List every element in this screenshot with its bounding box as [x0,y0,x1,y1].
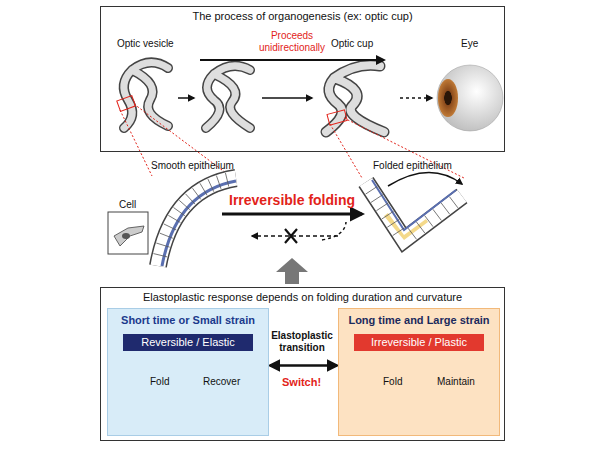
process-note: Proceeds unidirectionally [244,30,340,53]
eye-ball [437,65,503,131]
cell-boundary [208,179,214,192]
condition-heading: Short time or Small strain [108,309,268,326]
epithelium [158,172,462,266]
tissue-shape [124,62,384,132]
cell-inset [108,212,148,254]
process-arrow [285,229,297,243]
cell-boundary [393,228,405,236]
state-label: Reversible / Elastic [123,334,253,351]
panel-box: The process of organogenesis (ex: optic … [100,6,505,152]
cell-boundary [449,197,457,208]
zoom-guide [327,110,347,125]
process-arrow [222,213,362,216]
action-label: Maintain [437,376,475,388]
process-arrow [222,214,362,284]
tissue-label: Smooth epithelium [151,160,234,172]
section-title: The process of organogenesis (ex: optic … [101,10,504,22]
tissue-shape [124,62,168,128]
epithelium [158,178,236,266]
tissue-shape [206,66,250,128]
zoom-guide [344,118,464,178]
epithelium [162,181,236,266]
epithelium [158,178,236,266]
tissue-shape [326,65,384,132]
cell-boundary [200,183,207,195]
transition-arrow [270,364,337,367]
tissue-shape [326,65,384,132]
state-band: Reversible / Elastic [123,334,253,351]
cell-boundary [366,186,378,194]
transition-label: Elastoplastic transition [266,330,338,353]
tissue-shape [206,66,250,128]
epithelium [366,182,462,240]
zoom-guide [117,96,464,178]
condition-heading: Long time and Large strain [339,309,499,326]
cell-boundary [416,222,424,233]
cell-boundary [382,211,394,219]
cell-boundary [192,188,200,199]
cell-boundary [174,208,185,216]
stage-label: Optic vesicle [117,38,174,50]
cell-boundary [216,176,221,189]
cell-boundary [153,254,167,257]
stage-arrow [400,97,432,99]
cell-boundary [425,216,433,227]
action-label: Recover [203,376,240,388]
panel-box: Elastoplastic response depends on foldin… [100,287,505,441]
condition-panel: Short time or Small strainReversible / E… [107,308,269,436]
zoom-guide [117,96,136,112]
epithelium [372,180,456,230]
zoom-guide [330,124,362,178]
process-arrow [252,235,338,237]
section-title: Elastoplastic response depends on foldin… [101,291,504,303]
tissue-label: Folded epithelium [373,160,452,172]
state-band: Irreversible / Plastic [354,334,484,351]
stage-arrow [200,59,384,61]
cell-label: Cell [119,199,136,211]
stage-arrow [262,97,312,99]
stage-arrow [178,60,432,98]
action-label: Fold [150,376,169,388]
zoom-guide [120,110,152,176]
stage-label: Optic cup [331,38,373,50]
action-label: Fold [383,376,402,388]
cell-boundary [371,195,383,203]
process-label: Irreversible folding [229,192,355,208]
eye-ball [438,79,458,117]
process-arrow [322,222,346,240]
stage-label: Eye [461,38,478,50]
state-label: Irreversible / Plastic [354,334,484,351]
epithelium [366,182,462,240]
stage-arrow [178,97,194,99]
cell-boundary [179,200,189,209]
cell-boundary [186,194,195,204]
cell-inset [122,233,130,239]
cell-boundary [433,209,441,220]
cell-boundary [156,243,169,247]
cell-boundary [160,233,173,238]
cell-boundary [225,173,228,187]
cell-boundary [153,173,457,257]
tissue-shape [124,62,168,128]
process-arrow [276,258,308,284]
cell-inset [114,226,144,246]
epithelium [388,172,462,186]
cell-boundary [387,220,399,228]
cell-inset [108,212,148,254]
cell-boundary [441,203,449,214]
cell-boundary [168,215,180,222]
cell-boundary [376,203,388,211]
cell-boundary [164,224,177,230]
cell-boundary [408,228,416,239]
transition-note: Switch! [282,376,321,389]
condition-panel: Long time and Large strainIrreversible /… [338,308,500,436]
eye-ball [437,65,503,131]
